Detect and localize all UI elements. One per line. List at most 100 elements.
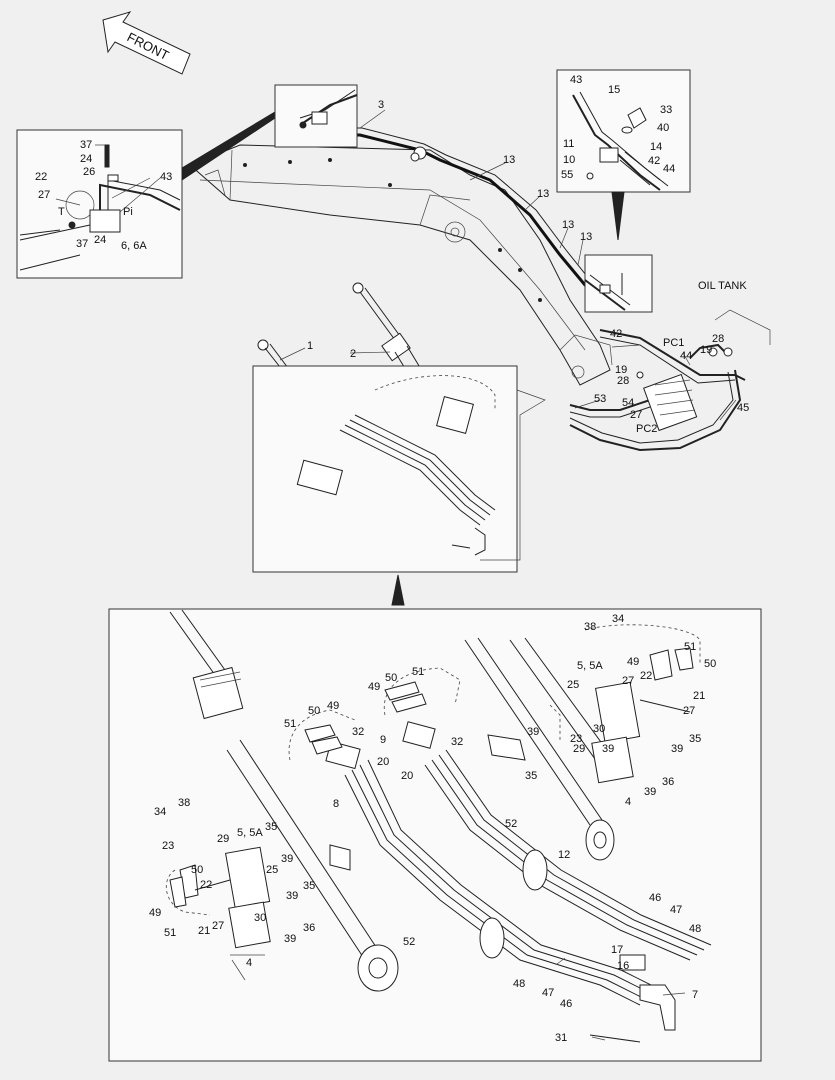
boom-nose-detail <box>584 254 653 313</box>
callout-50: 50 <box>308 705 320 717</box>
callout-8: 8 <box>333 798 339 810</box>
callout-50: 50 <box>704 658 716 670</box>
callout-39: 39 <box>284 933 296 945</box>
callout-20: 20 <box>401 770 413 782</box>
callout-labels: 3 13 13 13 13 1 2 37 24 26 22 43 27 T Pi… <box>35 74 749 1044</box>
callout-23: 23 <box>570 733 582 745</box>
callout-27: 27 <box>622 675 634 687</box>
callout-48: 48 <box>513 978 525 990</box>
callout-T: T <box>58 206 65 218</box>
callout-16: 16 <box>617 960 629 972</box>
callout-30: 30 <box>593 723 605 735</box>
callout-34: 34 <box>154 806 166 818</box>
callout-35: 35 <box>265 821 277 833</box>
callout-33: 33 <box>660 104 672 116</box>
middle-detail-box <box>252 365 546 606</box>
oil-tank-label: OIL TANK <box>698 280 747 292</box>
callout-48: 48 <box>689 923 701 935</box>
callout-53: 53 <box>594 393 606 405</box>
callout-51: 51 <box>684 641 696 653</box>
callout-43: 43 <box>570 74 582 86</box>
callout-51: 51 <box>164 927 176 939</box>
callout-19: 19 <box>615 364 627 376</box>
callout-14: 14 <box>650 141 662 153</box>
callout-25: 25 <box>266 864 278 876</box>
lower-cylinder-left <box>169 609 399 992</box>
callout-50: 50 <box>385 672 397 684</box>
callout-11: 11 <box>563 138 574 150</box>
callout-4: 4 <box>246 957 252 969</box>
callout-35: 35 <box>303 880 315 892</box>
inset-boom-end-fitting <box>556 69 691 241</box>
callout-31: 31 <box>555 1032 567 1044</box>
callout-42: 42 <box>610 328 622 340</box>
callout-51: 51 <box>284 718 296 730</box>
callout-35: 35 <box>689 733 701 745</box>
callout-42: 42 <box>648 155 660 167</box>
callout-38: 38 <box>584 621 596 633</box>
callout-pc1: PC1 <box>663 337 684 349</box>
callout-21: 21 <box>693 690 705 702</box>
callout-15: 15 <box>608 84 620 96</box>
callout-49: 49 <box>368 681 380 693</box>
valve-block-right <box>584 624 701 784</box>
fitting-clusters <box>288 667 561 871</box>
callout-29: 29 <box>573 743 585 755</box>
leader-lines <box>55 109 737 1041</box>
inset-pilot-valve <box>16 111 276 279</box>
callout-55: 55 <box>561 169 573 181</box>
callout-36: 36 <box>303 922 315 934</box>
callout-23: 23 <box>162 840 174 852</box>
callout-27: 27 <box>38 189 50 201</box>
callout-25: 25 <box>567 679 579 691</box>
callout-7: 7 <box>692 989 698 1001</box>
callout-40: 40 <box>657 122 669 134</box>
callout-24: 24 <box>94 234 106 246</box>
callout-5-5a: 5, 5A <box>237 827 263 839</box>
callout-28: 28 <box>617 375 629 387</box>
callout-1: 1 <box>307 340 313 352</box>
callout-47: 47 <box>670 904 682 916</box>
callout-21: 21 <box>198 925 210 937</box>
callout-22: 22 <box>200 879 212 891</box>
callout-39: 39 <box>671 743 683 755</box>
valve-block-left <box>166 846 271 956</box>
callout-46: 46 <box>649 892 661 904</box>
callout-35: 35 <box>525 770 537 782</box>
callout-52: 52 <box>505 818 517 830</box>
callout-39: 39 <box>644 786 656 798</box>
hose-bundle <box>344 749 712 1043</box>
callout-12: 12 <box>558 849 570 861</box>
callout-38: 38 <box>178 797 190 809</box>
callout-13: 13 <box>503 154 515 166</box>
callout-27: 27 <box>212 920 224 932</box>
callout-pc2: PC2 <box>636 423 657 435</box>
callout-28: 28 <box>712 333 724 345</box>
callout-51: 51 <box>412 666 424 678</box>
callout-13: 13 <box>562 219 574 231</box>
callout-49: 49 <box>627 656 639 668</box>
callout-26: 26 <box>83 166 95 178</box>
callout-49: 49 <box>327 700 339 712</box>
callout-30: 30 <box>254 912 266 924</box>
callout-54: 54 <box>622 397 634 409</box>
callout-44: 44 <box>680 350 692 362</box>
callout-34: 34 <box>612 613 624 625</box>
callout-45: 45 <box>737 402 749 414</box>
callout-39: 39 <box>602 743 614 755</box>
lower-cylinder-right <box>464 637 626 861</box>
callout-9: 9 <box>380 734 386 746</box>
callout-10: 10 <box>563 154 575 166</box>
callout-13: 13 <box>537 188 549 200</box>
callout-22: 22 <box>35 171 47 183</box>
callout-19: 19 <box>700 344 712 356</box>
callout-27: 27 <box>683 705 695 717</box>
callout-17: 17 <box>611 944 623 956</box>
callout-6-6a: 6, 6A <box>121 240 147 252</box>
callout-22: 22 <box>640 670 652 682</box>
callout-39: 39 <box>281 853 293 865</box>
callout-29: 29 <box>217 833 229 845</box>
callout-50: 50 <box>191 864 203 876</box>
